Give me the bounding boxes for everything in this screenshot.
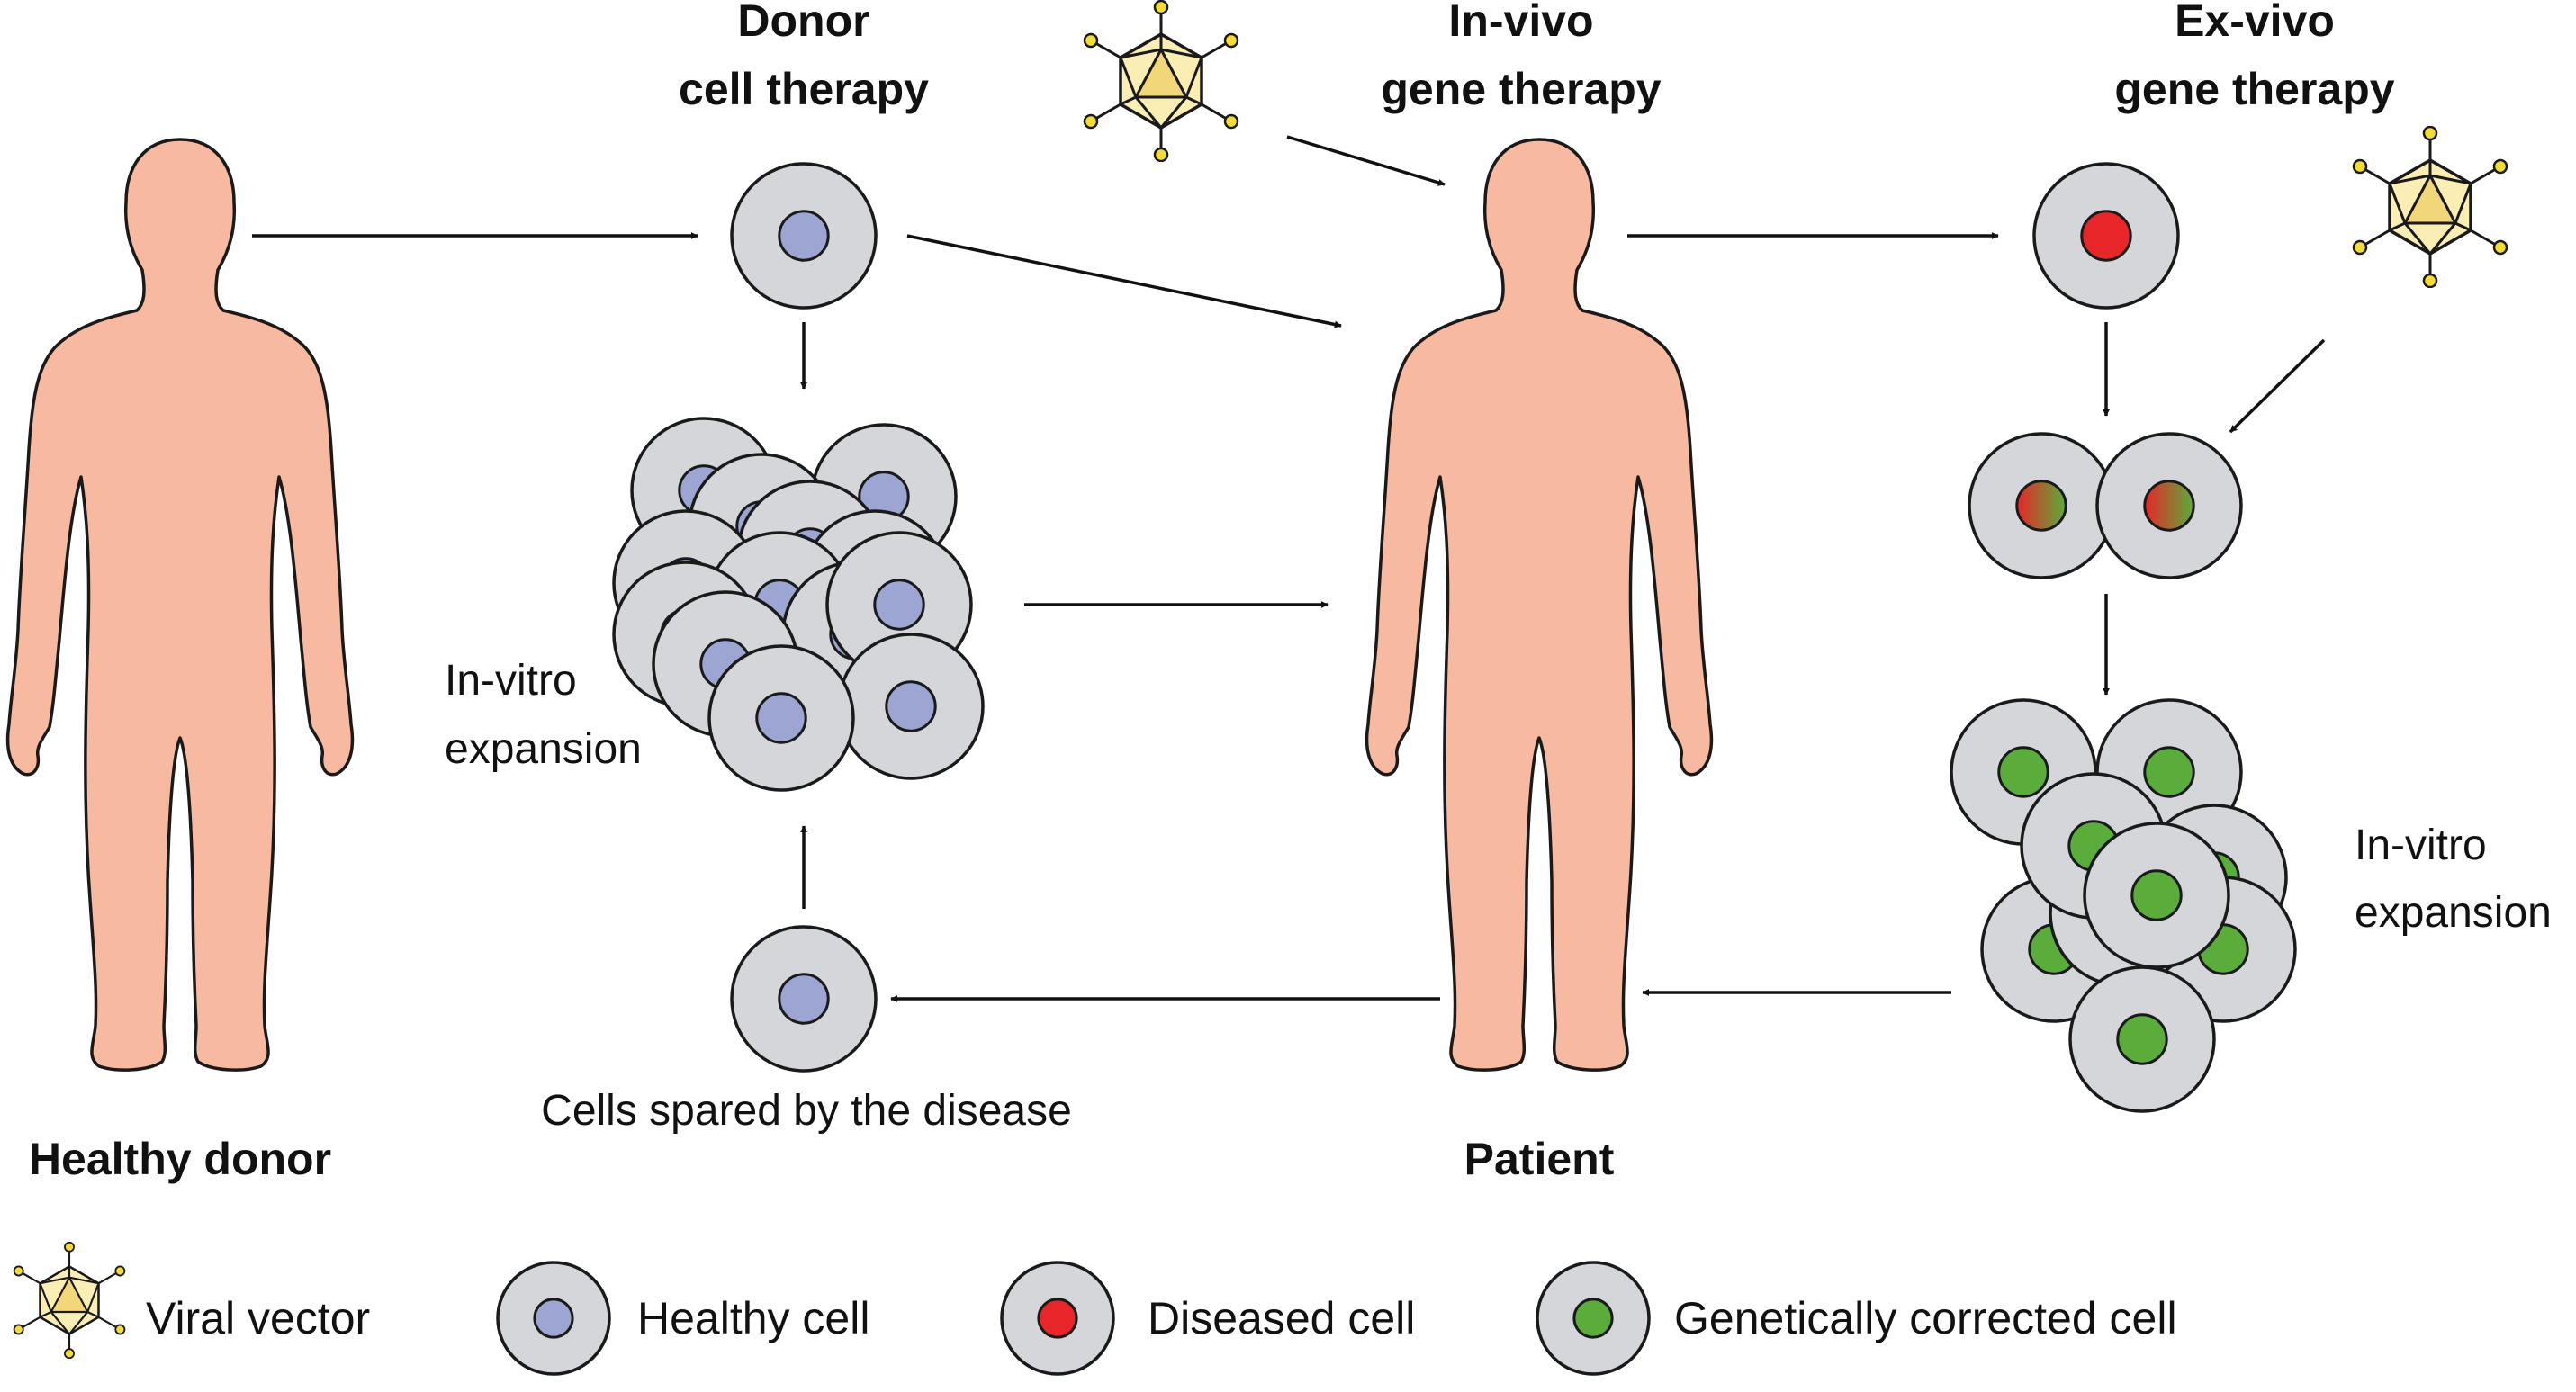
arrows (252, 135, 2326, 1002)
invitro-right-line1: In-vitro (2355, 822, 2487, 869)
dividing-cell-right (2095, 432, 2243, 579)
exvivo-title-line2: gene therapy (2114, 64, 2394, 114)
patient-label: Patient (1464, 1134, 1615, 1184)
donor-therapy-title-line1: Donor (737, 0, 869, 46)
viral-vector-exvivo-icon (2352, 126, 2508, 288)
legend-diseased-cell-label: Diseased cell (1148, 1293, 1415, 1343)
invivo-title-line1: In-vivo (1448, 0, 1593, 46)
viral-vector-invivo-icon (1083, 0, 1239, 162)
invitro-left-line2: expansion (445, 725, 642, 773)
exvivo-title-line1: Ex-vivo (2175, 0, 2335, 46)
expansion-left-cell (707, 644, 855, 792)
invivo-title-line2: gene therapy (1381, 64, 1661, 114)
legend-diseased-cell-icon (1000, 1261, 1115, 1376)
diseased-cell (2032, 162, 2180, 310)
expansion-left-cell (837, 633, 985, 780)
arrow-vector-to-patient (1286, 135, 1446, 186)
healthy-donor-figure (5, 138, 355, 1072)
arrow-vector-to-dividing (2229, 338, 2326, 434)
donor-healthy-cell (730, 162, 878, 310)
expansion-right-cell (2083, 822, 2230, 969)
dividing-cell-left (1968, 432, 2115, 579)
legend-viral-vector-label: Viral vector (146, 1293, 370, 1343)
legend-viral-vector-icon (13, 1242, 126, 1359)
healthy-donor-label: Healthy donor (29, 1134, 331, 1184)
donor-therapy-title-line2: cell therapy (679, 64, 929, 114)
legend-healthy-cell-label: Healthy cell (637, 1293, 869, 1343)
legend-corrected-cell-icon (1536, 1261, 1651, 1376)
legend: Viral vector Healthy cell Diseased cell … (13, 1242, 2177, 1376)
expansion-right-cell (2068, 965, 2216, 1113)
legend-cell-icons (496, 1261, 1651, 1376)
cells-layer (612, 162, 2297, 1113)
legend-healthy-cell-icon (496, 1261, 611, 1376)
spared-cells-label: Cells spared by the disease (541, 1087, 1072, 1135)
legend-corrected-cell-label: Genetically corrected cell (1674, 1293, 2177, 1343)
invitro-right-line2: expansion (2355, 889, 2552, 937)
invitro-left-line1: In-vitro (445, 657, 577, 705)
spared-healthy-cell (730, 925, 878, 1073)
arrow-donor-cell-to-patient (906, 234, 1342, 328)
patient-figure (1365, 138, 1714, 1072)
